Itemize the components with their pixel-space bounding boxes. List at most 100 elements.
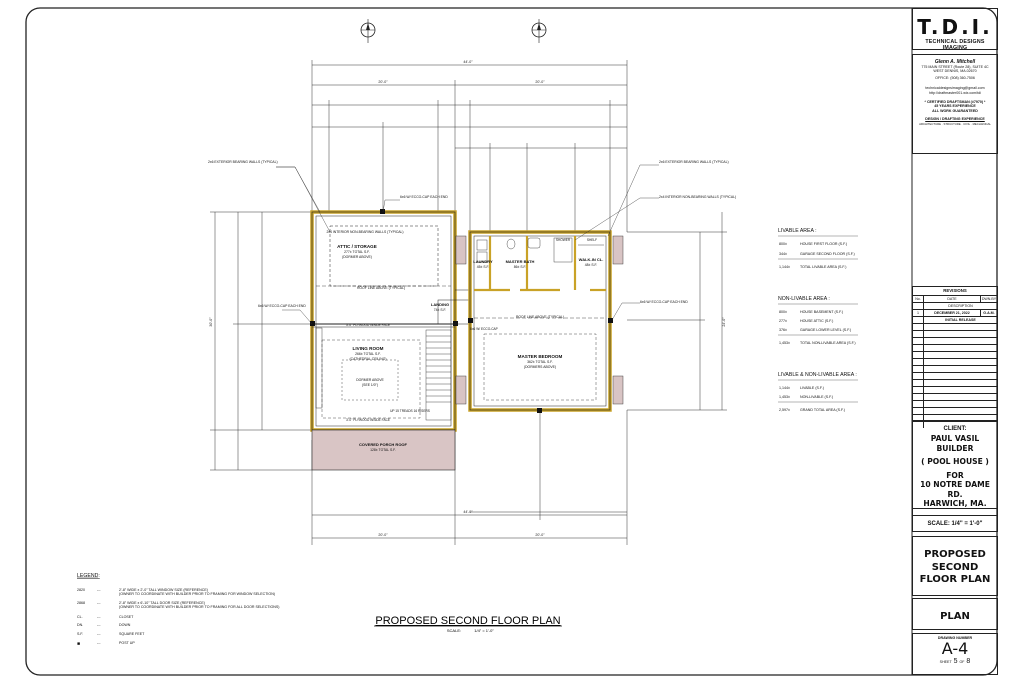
client-box: CLIENT: PAUL VASIL BUILDER ( POOL HOUSE … [912, 421, 998, 516]
roof-line-left: ROOF LINE ABOVE (TYPICAL) [357, 286, 405, 290]
legend-2-dash: --- [97, 615, 101, 619]
drawing-number: A-4 [941, 639, 969, 659]
combined-1-label: NON-LIVABLE (S.F.) [800, 395, 833, 399]
rev-by: G.A.M. [983, 311, 995, 315]
roof-line-right: ROOF LINE ABOVE (TYPICAL) [516, 315, 564, 319]
legend-3-sym: DN. [77, 623, 83, 627]
walkin-label: WALK-IN CL. [579, 257, 604, 262]
drawing-number-box: DRAWING NUMBER A-4 SHEET 5 OF 8 [912, 633, 998, 675]
livable-1-label: GARAGE SECOND FLOOR (S.F.) [800, 252, 855, 256]
int-walls-attic-note: 2x4 INTERIOR NON-BEARING WALLS (TYPICAL) [326, 230, 403, 234]
scale-value: SCALE: 1/4" = 1'-0" [927, 521, 983, 527]
company-subtitle: TECHNICAL DESIGNS IMAGING [925, 39, 985, 51]
email: technicaldesignsimaging@gmail.com [925, 86, 985, 91]
dim-right-width: 20'-0" [535, 80, 545, 84]
revisions-desc-header: DESCRIPTION [913, 302, 997, 309]
covered-porch-roof [311, 429, 456, 471]
combined-1-value: 1,453± [779, 395, 790, 399]
ecco-cap-mid: 6x6 W/ ECCO-CAP [470, 327, 498, 331]
shower-label: SHOWER [556, 238, 571, 242]
legend-0-sym: 2820 [77, 588, 85, 592]
laundry-label: LAUNDRY [473, 259, 493, 264]
dim-bottom-left: 20'-0" [378, 533, 388, 537]
right-wing [468, 230, 613, 413]
sheet-count: SHEET 5 OF 8 [913, 658, 997, 666]
bath-area: 86± S.F. [514, 265, 526, 269]
ext-walls-left-note: 2x6 EXTERIOR BEARING WALLS (TYPICAL) [208, 160, 278, 164]
legend: LEGEND: 2820 --- 2'-8" WIDE x 2'-0" TALL… [77, 573, 279, 647]
drawing-title: PROPOSED SECOND FLOOR PLAN [375, 615, 560, 627]
designer-name: Glenn A. Mitchell [934, 59, 976, 65]
combined-0-value: 1,144± [779, 386, 790, 390]
attic-label: ATTIC / STORAGE [337, 244, 377, 249]
living-label: LIVING ROOM [353, 346, 384, 351]
livable-total-label: TOTAL LIVABLE AREA (S.F.) [800, 265, 846, 269]
drawing-scale-value: 1/4" = 1'-0" [474, 628, 494, 633]
landing-label: LANDING [431, 302, 449, 307]
nonlivable-0-value: 800± [779, 310, 787, 314]
certification-1: * CERTIFIED DRAFTSMAN (#7970) * [924, 100, 986, 105]
north-arrow-right-icon [531, 19, 547, 43]
project-name: ( POOL HOUSE ) [921, 457, 989, 466]
livable-title: LIVABLE AREA : [778, 228, 817, 234]
company-logo: T.D.I. [917, 15, 993, 39]
bath-label: MASTER BATH [506, 259, 535, 264]
site-line-1: 10 NOTRE DAME RD. [920, 480, 990, 499]
legend-4-dash: --- [97, 632, 101, 636]
nonlivable-2-label: GARAGE LOWER LEVEL (S.F.) [800, 328, 851, 332]
porch-label: COVERED PORCH ROOF [359, 442, 408, 447]
nonlivable-2-value: 376± [779, 328, 787, 332]
title-block: T.D.I. TECHNICAL DESIGNS IMAGING Glenn A… [912, 8, 998, 675]
sheet-label: SHEET [939, 660, 952, 665]
stairs-note: UP 15 TREADS 16 RISERS [390, 409, 430, 413]
legend-2-sym: CL. [77, 615, 83, 619]
dim-right-depth: 24'-0" [722, 317, 726, 327]
client-type: BUILDER [936, 443, 974, 453]
dim-bottom-right: 20'-0" [535, 533, 545, 537]
dim-left-width: 20'-0" [378, 80, 388, 84]
dimension-text: 44'-0" 20'-0" 20'-0" 20'-0" 20'-0" 44'-0… [209, 60, 726, 537]
bedroom-area: 362± TOTAL S.F. [527, 360, 553, 364]
nonlivable-total-label: TOTAL NON-LIVABLE AREA (S.F.) [800, 341, 856, 345]
rev-date: DECEMBER 21, 2022 [924, 310, 981, 316]
legend-4-sym: S.F. [77, 632, 83, 636]
int-walls-right-note: 2x4 INTERIOR NON-BEARING WALLS (TYPICAL) [659, 195, 736, 199]
livable-0-label: HOUSE FIRST FLOOR (S.F.) [800, 242, 847, 246]
livable-0-value: 800± [779, 242, 787, 246]
revision-row: 1 DECEMBER 21, 2022 G.A.M. [913, 309, 997, 316]
north-arrow-left-icon [360, 19, 376, 43]
revisions-table: REVISIONS No. DATE DWN.BY DESCRIPTION 1 … [912, 286, 998, 428]
sheet-title: PROPOSED SECOND FLOOR PLAN [919, 549, 991, 585]
living-note: (CATHEDRAL CEILING) [350, 357, 387, 361]
combined-title: LIVABLE & NON-LIVABLE AREA : [778, 372, 857, 378]
for-label: FOR [946, 470, 964, 480]
nonlivable-0-label: HOUSE BASEMENT (S.F.) [800, 310, 843, 314]
sheet-type: PLAN [940, 611, 970, 622]
porch-area: 128± TOTAL S.F. [370, 448, 396, 452]
sheet-title-box: PROPOSED SECOND FLOOR PLAN [912, 536, 998, 596]
legend-0-text: 2'-8" WIDE x 2'-0" TALL WINDOW SIZE (REF… [119, 588, 208, 592]
revisions-header-row: No. DATE DWN.BY [913, 295, 997, 302]
nonlivable-1-value: 277± [779, 319, 787, 323]
attic-area: 277± TOTAL S.F. [344, 250, 370, 254]
legend-3-dash: --- [97, 623, 101, 627]
livable-1-value: 344± [779, 252, 787, 256]
legend-0-sub: (OWNER TO COORDINATE WITH BUILDER PRIOR … [119, 592, 275, 596]
services-list: ARCHITECTURE · STRUCTURE · CIVIL · MECHA… [919, 121, 991, 126]
ecco-cap-top-note: 6x6 W/ ECCO-CAP EACH END [400, 195, 448, 199]
rev-header-by: DWN.BY [981, 297, 997, 301]
sheet-no: 5 [953, 658, 958, 666]
revisions-title: REVISIONS [943, 288, 967, 293]
nonlivable-1-label: HOUSE ATTIC (S.F.) [800, 319, 833, 323]
top-dimensions [210, 60, 727, 545]
living-area: 266± TOTAL S.F. [355, 352, 381, 356]
plywood-note-1: 3'-0" PLYWOOD INSIDE FACE [346, 323, 390, 327]
address-line-2: WEST DENNIS, MA.02670 [933, 69, 977, 74]
plan-labels: ATTIC / STORAGE 277± TOTAL S.F. (DORMER … [326, 230, 603, 452]
dormer-windows [455, 235, 624, 405]
designer-box: Glenn A. Mitchell 775 MAIN STREET (Route… [912, 54, 998, 154]
ecco-cap-left-note: 6x6 W/ ECCO-CAP EACH END [258, 304, 306, 308]
website: http://draftmaster001.wix.com/tdi [929, 90, 981, 95]
legend-0-dash: --- [97, 588, 101, 592]
